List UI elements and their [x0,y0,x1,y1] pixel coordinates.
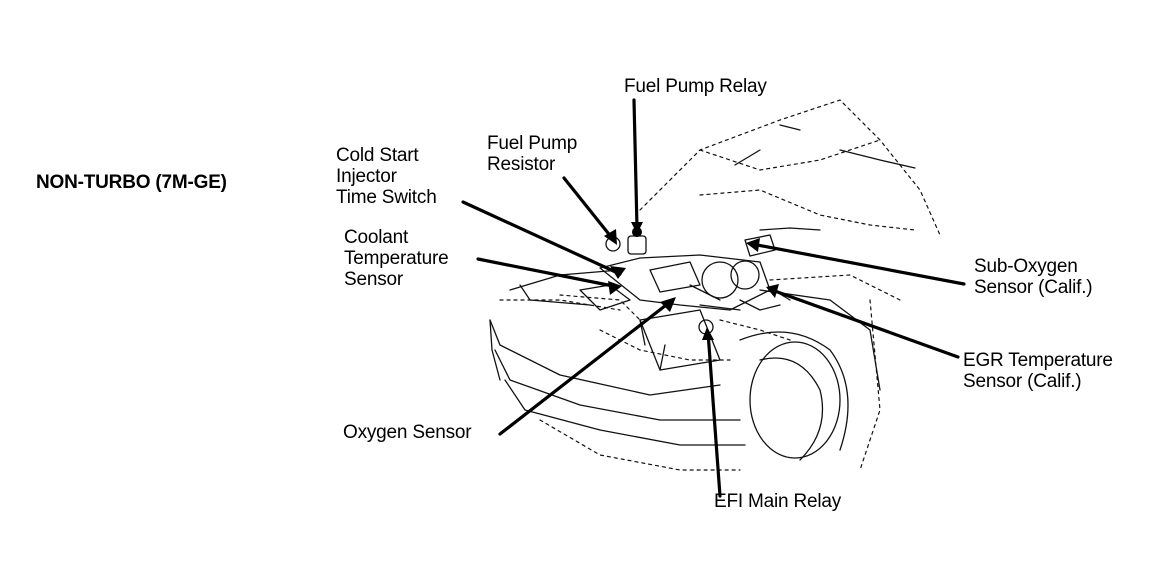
label-line: Coolant [344,227,409,248]
label-cold-start-injector-time-switch: Cold Start Injector Time Switch [336,145,437,208]
leader-efi-main-relay [706,330,722,498]
leader-sub-oxygen [750,242,966,286]
label-line: Sensor [344,269,404,290]
label-line: Resistor [487,154,556,175]
label-egr-temperature-sensor: EGR Temperature Sensor (Calif.) [963,350,1113,392]
label-line: Fuel Pump Relay [624,76,767,97]
label-line: Cold Start [336,145,419,166]
leader-fuel-pump-relay [632,98,639,230]
label-line: Time Switch [336,187,437,208]
label-line: EFI Main Relay [714,491,842,512]
leader-lines [461,98,966,498]
label-line: Sensor (Calif.) [974,277,1093,298]
label-sub-oxygen-sensor: Sub-Oxygen Sensor (Calif.) [974,256,1093,298]
leader-coolant-temperature [476,257,620,289]
label-line: Temperature [344,248,449,269]
front-fender [739,274,901,471]
leader-egr-temperature [770,288,960,359]
label-coolant-temperature-sensor: Coolant Temperature Sensor [344,227,449,290]
leader-cold-start-injector [461,200,622,276]
label-line: Sub-Oxygen [974,256,1078,277]
label-fuel-pump-resistor: Fuel Pump Resistor [487,133,577,175]
label-line: EGR Temperature [963,350,1113,371]
label-fuel-pump-relay: Fuel Pump Relay [624,76,767,97]
label-efi-main-relay: EFI Main Relay [714,491,841,512]
diagram-title: NON-TURBO (7M-GE) [36,172,227,193]
label-line: Fuel Pump [487,133,578,154]
leader-oxygen-sensor [498,300,672,436]
leader-fuel-pump-resistor [562,176,614,240]
label-oxygen-sensor: Oxygen Sensor [343,422,472,443]
label-line: Sensor (Calif.) [963,371,1082,392]
label-line: Injector [336,166,397,187]
hood-outline [639,99,941,236]
label-line: Oxygen Sensor [343,422,472,443]
